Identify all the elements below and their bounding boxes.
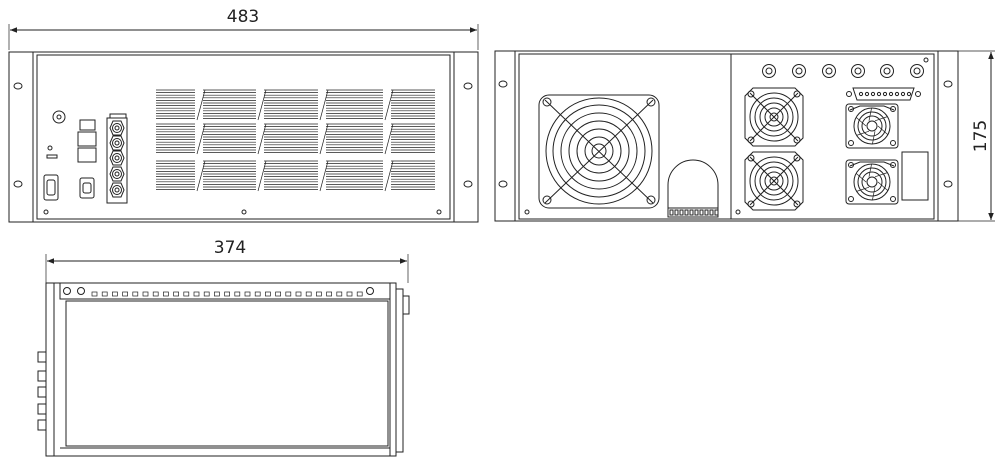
bnc-connectors-icon	[106, 113, 128, 204]
ethernet-ports-icon	[77, 119, 97, 199]
rear-panel-view	[494, 50, 959, 222]
rear-bnc-connectors-icon	[762, 64, 924, 78]
psu-fan-icon-bottom	[845, 159, 899, 205]
dimension-label-483: 483	[227, 7, 259, 27]
small-fan-icon-bottom	[744, 151, 804, 211]
db-connector-icon	[846, 87, 921, 101]
top-rail-holes	[91, 291, 363, 297]
dimension-height-175: 175	[958, 50, 995, 222]
small-fan-icon-top	[744, 87, 804, 147]
psu-fan-icon-top	[845, 103, 899, 149]
dimension-depth-374: 374	[45, 238, 409, 283]
status-led-icon	[46, 145, 58, 159]
rack-mount-holes-left	[498, 80, 508, 188]
front-panel-view	[8, 51, 479, 223]
rack-mount-holes-left	[13, 82, 23, 188]
ventilation-slots	[156, 89, 435, 192]
cable-port-icon	[667, 159, 719, 208]
dimension-width-483: 483	[8, 7, 479, 50]
side-view	[37, 282, 410, 457]
rack-mount-holes-right	[943, 80, 953, 188]
label-plate	[901, 151, 929, 201]
dimension-label-374: 374	[214, 238, 246, 258]
terminal-block-icon	[667, 207, 719, 218]
front-connector-stubs	[37, 351, 47, 431]
large-fan-icon	[538, 94, 660, 209]
serial-port-icon	[43, 174, 59, 201]
rack-mount-holes-right	[463, 82, 473, 188]
dimension-label-175: 175	[971, 120, 991, 152]
power-button-icon	[52, 110, 66, 124]
